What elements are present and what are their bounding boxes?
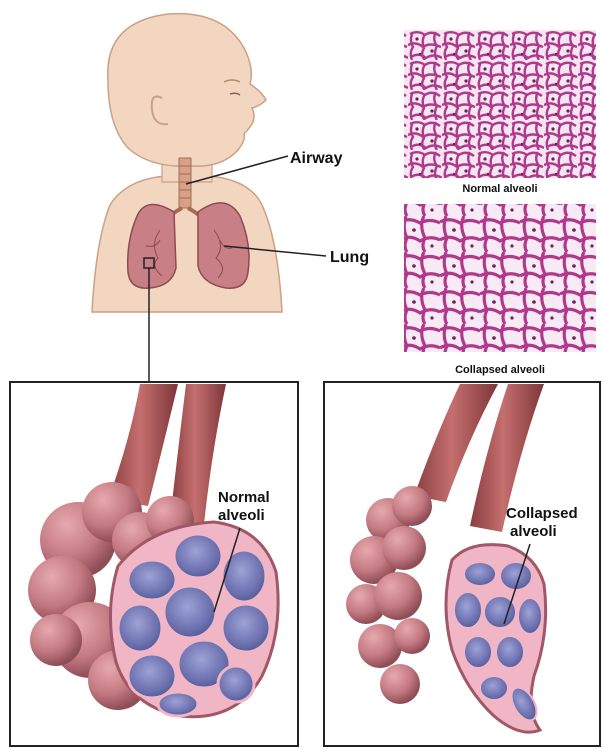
normal-alveoli-cutaway: [110, 522, 278, 717]
micrograph-normal-caption: Normal alveoli: [462, 183, 537, 195]
collapsed-alveoli-label-line2: alveoli: [510, 523, 557, 540]
lung-label: Lung: [330, 249, 369, 266]
airway-label: Airway: [290, 150, 343, 167]
collapsed-alveoli-label-line1: Collapsed: [506, 505, 578, 522]
micrograph-collapsed-caption: Collapsed alveoli: [455, 364, 545, 376]
micrograph-collapsed: [404, 204, 596, 352]
normal-alveoli-label-line1: Normal: [218, 489, 270, 506]
micrograph-normal: [404, 30, 596, 178]
collapsed-alveoli-panel: Collapsed alveoli: [324, 382, 600, 746]
normal-alveoli-panel: Normal alveoli: [10, 382, 298, 746]
normal-alveoli-label-line2: alveoli: [218, 507, 265, 524]
